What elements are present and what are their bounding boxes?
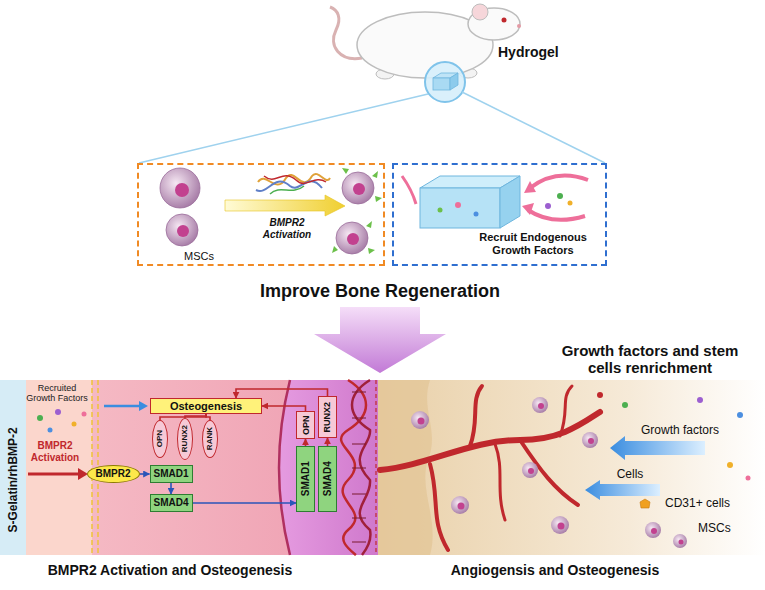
process-panel: MSCs BMPR2 Activation	[137, 163, 385, 266]
label-text: Hydrogel	[498, 44, 568, 60]
protein-box: SMAD4	[150, 494, 193, 512]
msc-activation-figure	[160, 168, 382, 254]
connector	[193, 502, 297, 504]
label-text: Growth factors	[630, 424, 730, 438]
connector	[170, 483, 172, 494]
label-text: S-Gelatin/rhBMP-2	[7, 410, 21, 550]
node-text: SMAD4	[322, 461, 334, 496]
label-text: Improve Bone Regeneration	[230, 281, 530, 302]
receptor-oval: BMPR2	[87, 465, 140, 483]
hydrogel-figure	[402, 176, 588, 229]
gene-oval: RANK	[202, 420, 218, 458]
node-text: Osteogenesis	[170, 400, 242, 413]
label-text: Angiogensis and Osteogenesis	[405, 562, 705, 578]
gene-box: OPN	[296, 411, 315, 439]
node-text: OPN	[155, 430, 164, 447]
label-text: Recruited Growth Factors	[26, 383, 88, 404]
cell-panel	[0, 380, 378, 555]
down-arrow	[314, 307, 446, 373]
connector	[305, 439, 307, 446]
label-text: Cells	[605, 468, 655, 482]
node-text: SMAD1	[153, 468, 188, 480]
process-box: Osteogenesis	[150, 398, 262, 414]
gene-oval: OPN	[152, 420, 168, 458]
protein-box: SMAD4	[318, 446, 337, 512]
gene-oval: RUNX2	[177, 418, 193, 460]
process-panel: Recruit Endogenous Growth Factors	[392, 163, 607, 266]
connector	[236, 389, 328, 398]
node-text: SMAD1	[300, 461, 312, 496]
label-text: BMPR2 Activation	[26, 440, 84, 463]
node-text: MSCs	[177, 250, 221, 263]
connector	[140, 473, 150, 475]
protein-box: SMAD1	[296, 446, 315, 512]
node-text: RUNX2	[180, 425, 189, 452]
label-text: Growth factors and stem cells renrichmen…	[550, 342, 750, 377]
node-text: RUNX2	[322, 402, 332, 433]
node-text: RANK	[205, 427, 214, 450]
node-text: Recruit Endogenous Growth Factors	[462, 231, 604, 256]
node-text: OPN	[300, 415, 310, 435]
node-text: BMPR2	[95, 468, 130, 480]
gene-box: RUNX2	[318, 396, 337, 438]
connector	[327, 438, 329, 446]
bone-panel	[378, 380, 765, 555]
protein-box: SMAD1	[150, 465, 193, 483]
node-text: BMPR2 Activation	[245, 217, 329, 240]
connector	[185, 414, 206, 418]
label-text: MSCs	[698, 522, 748, 536]
label-text: CD31+ cells	[665, 497, 755, 511]
label-text: BMPR2 Activation and Osteogenesis	[20, 562, 320, 578]
mouse-figure	[139, 4, 605, 163]
node-text: SMAD4	[153, 497, 188, 509]
